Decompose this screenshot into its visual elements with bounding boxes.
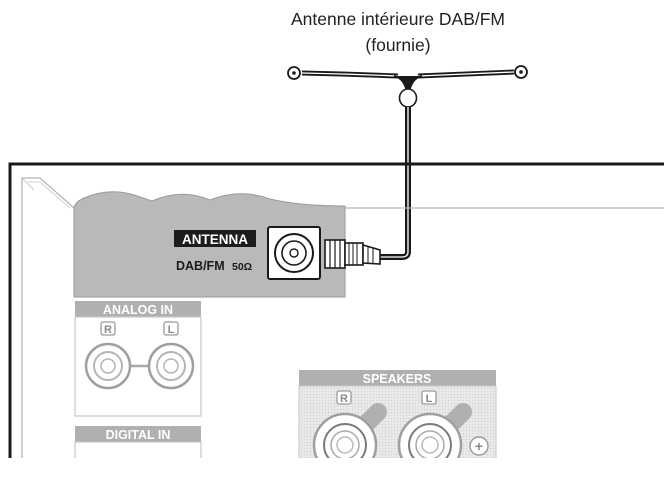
speakers-l-label: L	[426, 393, 433, 405]
speakers-title: SPEAKERS	[363, 372, 432, 386]
antenna-badge-text: ANTENNA	[182, 232, 248, 247]
antenna-type-label: DAB/FM	[176, 259, 225, 273]
antenna-jack[interactable]	[267, 226, 321, 280]
speaker-terminal-r[interactable]	[312, 403, 387, 478]
analog-in-l-label: L	[168, 324, 175, 336]
caption-line-2: (fournie)	[365, 35, 430, 55]
indoor-antenna	[287, 65, 528, 260]
receiver-rear-panel: ANTENNA DAB/FM 50Ω ANALOG IN	[8, 162, 664, 478]
antenna-junction-icon	[398, 88, 418, 108]
speaker-terminal-l[interactable]	[397, 403, 472, 478]
analog-in-title: ANALOG IN	[103, 303, 173, 317]
digital-in-optical-label: OPTICAL	[115, 456, 162, 468]
bottom-crop-mask	[0, 458, 664, 487]
digital-in-title: DIGITAL IN	[106, 428, 171, 442]
digital-in-block: DIGITAL IN OPTICAL	[74, 426, 202, 468]
coax-plug	[324, 239, 381, 269]
antenna-badge	[174, 230, 256, 247]
speakers-r-label: R	[340, 393, 348, 405]
caption-line-1: Antenne intérieure DAB/FM	[291, 9, 505, 29]
plus-polarity-symbol: +	[475, 438, 483, 454]
analog-in-block: ANALOG IN R L	[74, 301, 202, 417]
plus-polarity-icon: +	[469, 436, 489, 456]
antenna-impedance-label: 50Ω	[232, 261, 252, 273]
analog-in-r-jack[interactable]	[84, 342, 132, 390]
speakers-block: SPEAKERS R L +	[298, 370, 497, 478]
analog-in-l-jack[interactable]	[147, 342, 195, 390]
analog-in-r-label: R	[104, 324, 112, 336]
